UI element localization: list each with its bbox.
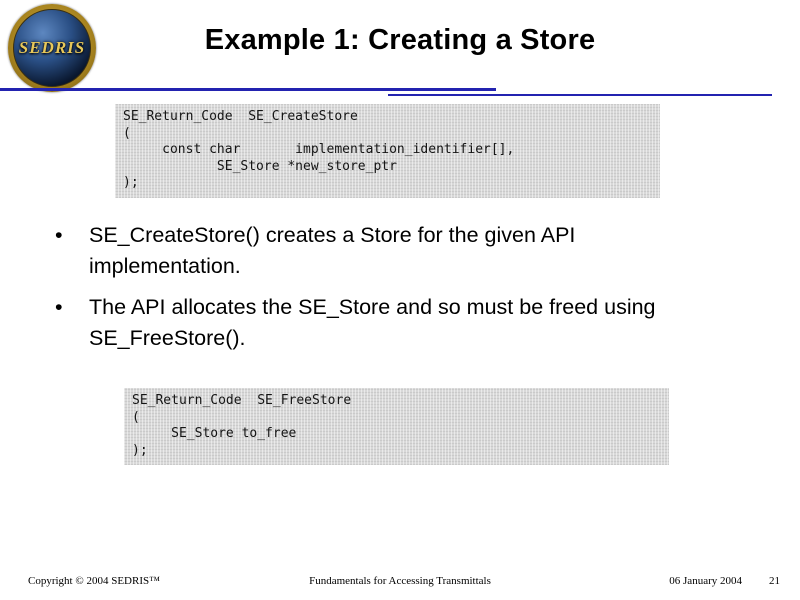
- bullet-marker: •: [55, 223, 63, 247]
- sedris-logo-text: SEDRIS: [18, 38, 86, 57]
- footer-copyright: Copyright © 2004 SEDRIS™: [28, 575, 160, 587]
- footer-page-number: 21: [769, 575, 780, 587]
- footer-date: 06 January 2004: [669, 575, 742, 587]
- code-line: SE_Store to_free: [132, 426, 297, 441]
- code-line: SE_Return_Code SE_FreeStore: [132, 393, 352, 408]
- bullet-marker: •: [55, 295, 63, 320]
- code-block-freestore: SE_Return_Code SE_FreeStore ( SE_Store t…: [124, 388, 669, 465]
- bullet-item: • SE_CreateStore() creates a Store for t…: [55, 220, 715, 281]
- code-line: const char implementation_identifier[],: [123, 142, 515, 157]
- sedris-logo: SEDRIS: [8, 4, 96, 92]
- code-block-createstore: SE_Return_Code SE_CreateStore ( const ch…: [115, 104, 660, 198]
- code-line: );: [132, 442, 148, 458]
- sedris-logo-globe: SEDRIS: [13, 9, 91, 87]
- code-line: SE_Store *new_store_ptr: [123, 158, 397, 174]
- header-rule-left: [0, 88, 496, 91]
- header-rule-right: [388, 94, 772, 96]
- code-line: SE_Return_Code SE_CreateStore: [123, 109, 358, 124]
- footer-deck-title: Fundamentals for Accessing Transmittals: [309, 575, 491, 587]
- slide-title: Example 1: Creating a Store: [204, 24, 596, 56]
- code-line: (: [132, 409, 140, 425]
- bullet-list: • SE_CreateStore() creates a Store for t…: [55, 220, 715, 364]
- code-line: (: [123, 125, 131, 141]
- bullet-item: • The API allocates the SE_Store and so …: [55, 292, 715, 353]
- code-line: );: [123, 175, 139, 190]
- footer: Copyright © 2004 SEDRIS™ Fundamentals fo…: [0, 575, 800, 590]
- bullet-text: SE_CreateStore() creates a Store for the…: [89, 223, 576, 278]
- bullet-text: The API allocates the SE_Store and so mu…: [89, 295, 656, 350]
